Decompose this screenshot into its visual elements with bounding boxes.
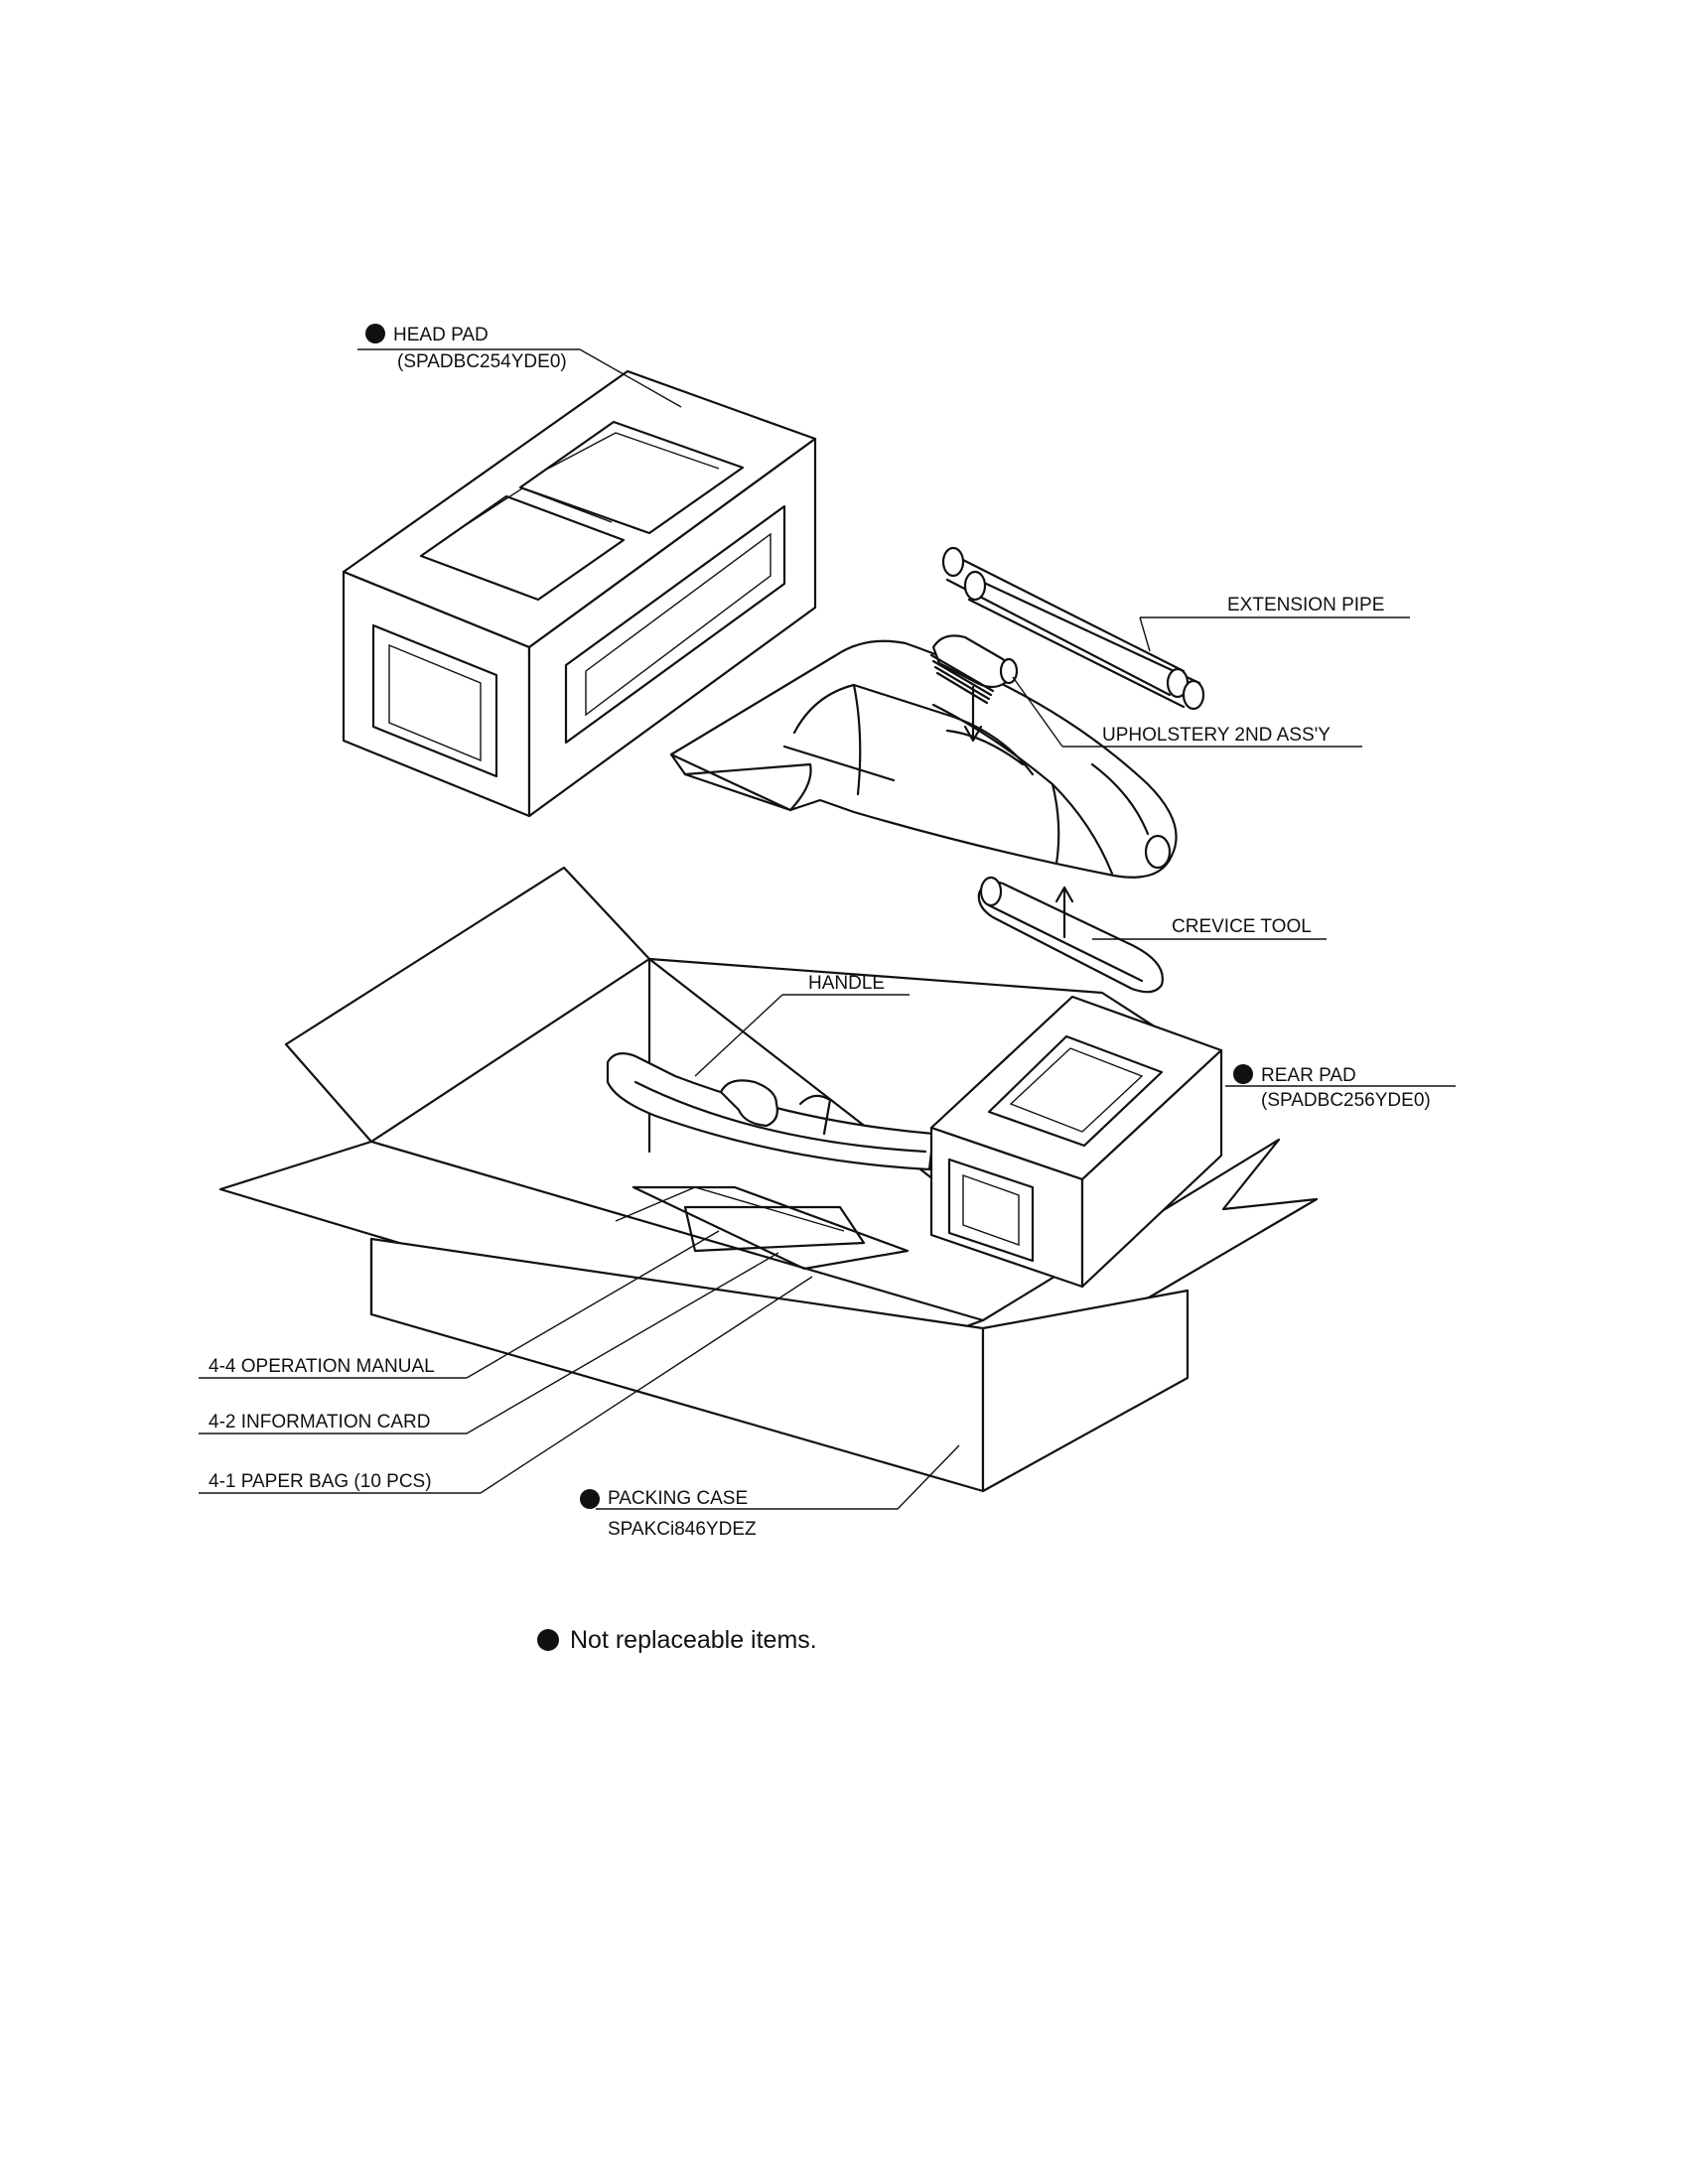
legend: Not replaceable items. [537, 1626, 817, 1654]
extension-pipe-label: EXTENSION PIPE [1227, 595, 1384, 615]
rear-pad-part-number: (SPADBC256YDE0) [1261, 1090, 1431, 1111]
callout-head-pad: HEAD PAD (SPADBC254YDE0) [365, 324, 567, 372]
callout-packing-case: PACKING CASE SPAKCi846YDEZ [580, 1488, 757, 1540]
paper-bag-label: 4-1 PAPER BAG (10 PCS) [209, 1471, 432, 1492]
head-pad-illustration [342, 369, 817, 818]
not-replaceable-marker-icon [1233, 1064, 1253, 1084]
rear-pad-label: REAR PAD [1261, 1065, 1356, 1086]
crevice-tool-illustration [977, 876, 1164, 994]
packing-case-part-number: SPAKCi846YDEZ [608, 1519, 757, 1540]
not-replaceable-marker-icon [365, 324, 385, 343]
head-pad-part-number: (SPADBC254YDE0) [397, 351, 567, 372]
handle-label: HANDLE [808, 973, 885, 994]
legend-note: Not replaceable items. [570, 1626, 817, 1654]
leader-lines [199, 348, 1456, 1510]
rear-pad-illustration [929, 995, 1223, 1289]
callout-rear-pad: REAR PAD (SPADBC256YDE0) [1233, 1064, 1431, 1111]
crevice-tool-label: CREVICE TOOL [1172, 916, 1312, 937]
handle-illustration [606, 1051, 935, 1171]
not-replaceable-marker-icon [580, 1489, 600, 1509]
not-replaceable-marker-icon [537, 1629, 559, 1651]
extension-pipe-illustration [941, 546, 1205, 711]
upholstery-label: UPHOLSTERY 2ND ASS'Y [1102, 725, 1331, 746]
operation-manual-label: 4-4 OPERATION MANUAL [209, 1356, 435, 1377]
upholstery-nozzle-illustration [669, 639, 1178, 879]
head-pad-label: HEAD PAD [393, 325, 489, 345]
packing-case-label: PACKING CASE [608, 1488, 748, 1509]
information-card-label: 4-2 INFORMATION CARD [209, 1412, 430, 1433]
upholstery-brush-illustration [929, 634, 1019, 743]
